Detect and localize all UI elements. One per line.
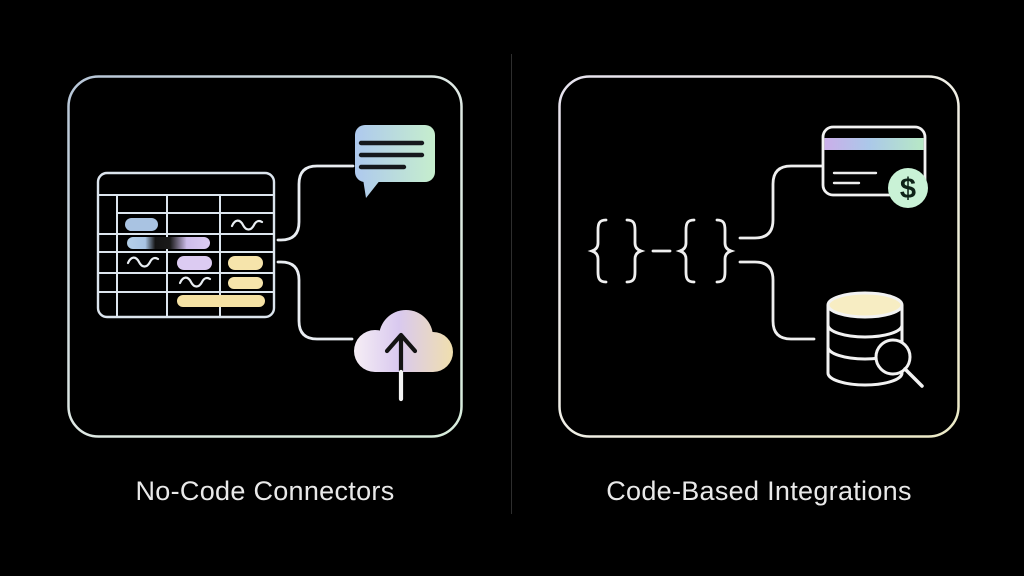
panel-border-left [67, 75, 463, 438]
spreadsheet-table-icon [96, 171, 276, 319]
database-search-icon [826, 291, 924, 388]
dollar-badge [888, 168, 928, 208]
panel-border-right [558, 75, 960, 438]
cell-pill-yellow [228, 277, 263, 289]
cell-pill-blue [125, 218, 158, 231]
credit-card-icon: $ [821, 125, 928, 208]
code-based-illustration: $ [558, 75, 960, 438]
cloud-upload-icon [354, 310, 453, 402]
cell-pill-yellow [228, 256, 263, 270]
connector-table-to-chat [276, 164, 355, 242]
no-code-connectors-panel [67, 75, 463, 438]
code-based-integrations-panel: $ [558, 75, 960, 438]
cell-squiggle [230, 219, 264, 231]
magnifier-glass [874, 338, 912, 376]
no-code-connectors-label: No-Code Connectors [135, 476, 395, 506]
connector-braces-to-database [738, 260, 816, 341]
code-based-integrations-label: Code-Based Integrations [606, 476, 912, 506]
dollar-sign: $ [900, 173, 916, 205]
cell-pill-purple [177, 256, 212, 270]
connector-braces-to-card [738, 164, 824, 240]
cell-squiggle [178, 276, 212, 288]
magnifier-handle [903, 367, 924, 388]
connector-table-to-cloud [276, 260, 354, 341]
cell-squiggle [126, 256, 160, 268]
upload-arrow-head [384, 332, 418, 354]
card-stripe [824, 138, 924, 150]
cell-pill-gradient [127, 237, 210, 249]
cell-pill-yellow-wide [177, 295, 265, 307]
panel-divider-line [511, 54, 512, 514]
chat-bubble-icon [355, 125, 435, 198]
no-code-illustration [67, 75, 463, 438]
curly-braces-icon [590, 218, 733, 284]
